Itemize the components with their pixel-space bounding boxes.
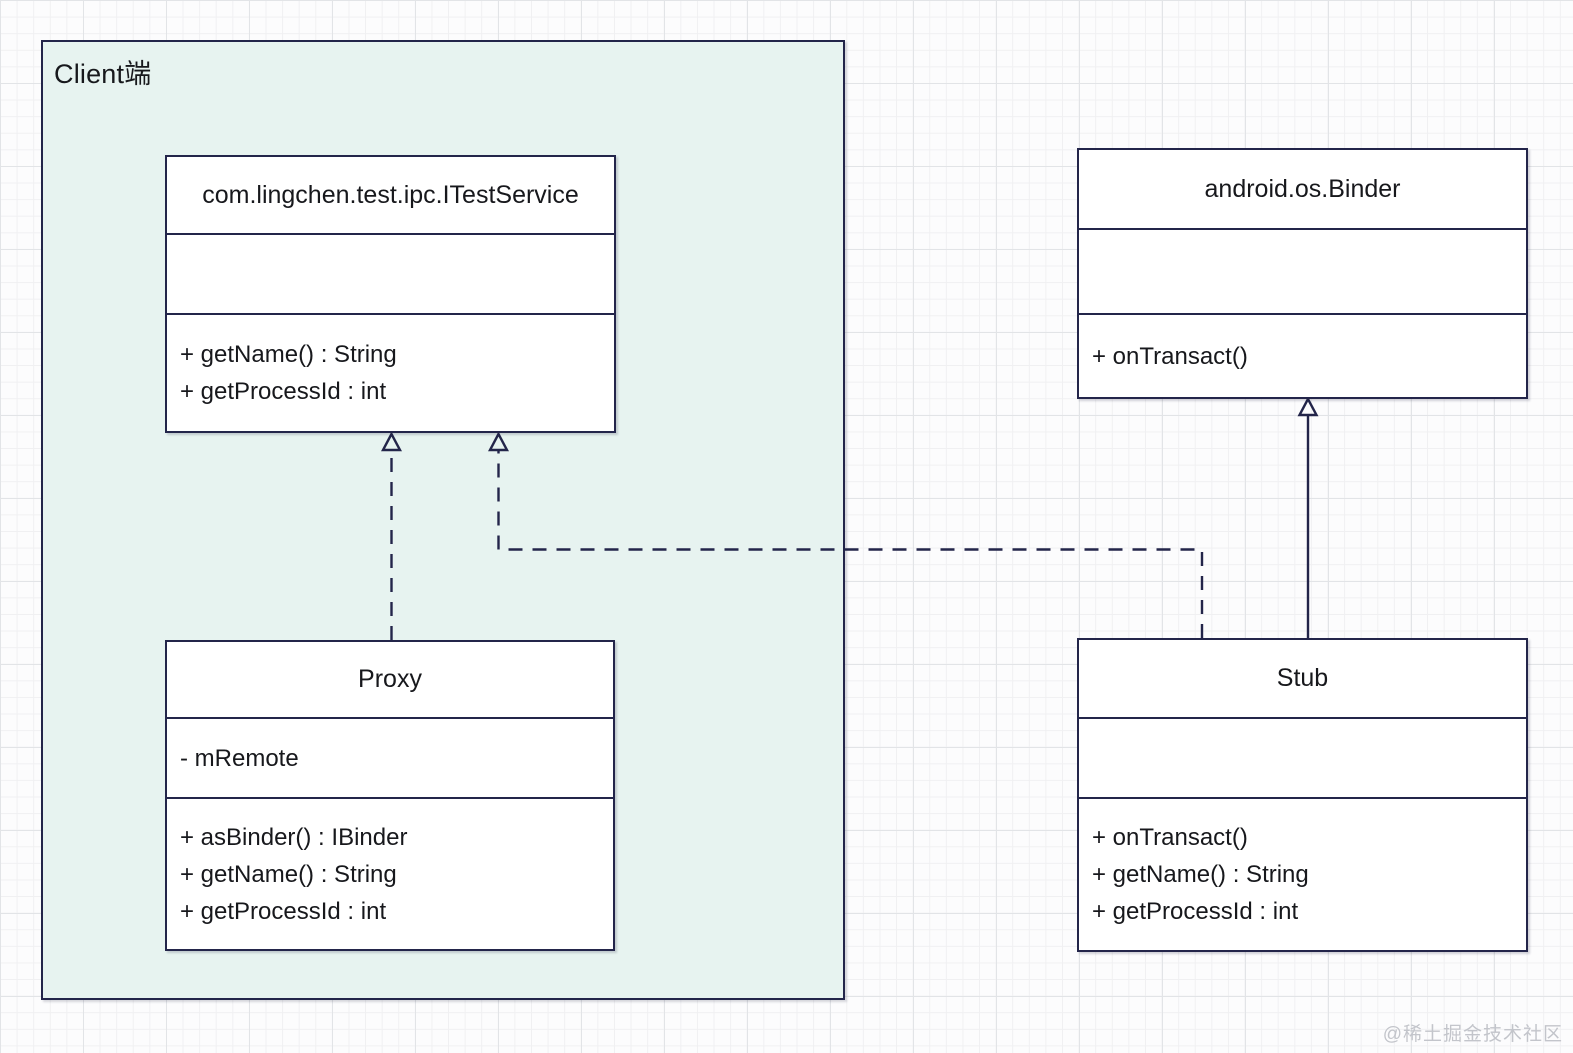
- class-stub-title: Stub: [1079, 640, 1526, 719]
- class-itestservice-title: com.lingchen.test.ipc.ITestService: [167, 157, 614, 235]
- method-row: + getProcessId : int: [180, 378, 387, 405]
- generalization-arrow-stub-to-binder: [1297, 396, 1319, 638]
- class-itestservice-attributes: [167, 235, 614, 315]
- realization-arrow-proxy-to-itestservice: [381, 431, 402, 640]
- class-itestservice-methods: + getName() : String + getProcessId : in…: [167, 315, 614, 431]
- class-binder-attributes: [1079, 230, 1526, 315]
- method-row: + asBinder() : IBinder: [180, 823, 408, 851]
- class-proxy: Proxy - mRemote + asBinder() : IBinder +…: [165, 640, 615, 951]
- method-row: + getName() : String: [180, 341, 397, 368]
- class-proxy-methods: + asBinder() : IBinder + getName() : Str…: [167, 799, 613, 949]
- class-stub-methods: + onTransact() + getName() : String + ge…: [1079, 799, 1526, 950]
- class-binder: android.os.Binder + onTransact(): [1077, 148, 1528, 399]
- method-row: + onTransact(): [1092, 824, 1248, 851]
- realization-arrow-stub-to-itestservice: [488, 431, 1204, 638]
- class-stub-attributes: [1079, 719, 1526, 799]
- class-binder-methods: + onTransact(): [1079, 315, 1526, 397]
- method-row: + onTransact(): [1092, 342, 1248, 370]
- method-row: + getProcessId : int: [1092, 898, 1299, 925]
- class-proxy-attributes: - mRemote: [167, 719, 613, 799]
- class-stub: Stub + onTransact() + getName() : String…: [1077, 638, 1528, 952]
- method-row: + getName() : String: [180, 860, 397, 888]
- method-row: + getProcessId : int: [180, 897, 387, 925]
- client-container-label: Client端: [54, 59, 152, 89]
- site-watermark: @稀土掘金技术社区: [1382, 1024, 1563, 1045]
- class-binder-title: android.os.Binder: [1079, 150, 1526, 230]
- class-proxy-title: Proxy: [167, 642, 613, 719]
- method-row: + getName() : String: [1092, 861, 1309, 888]
- class-itestservice: com.lingchen.test.ipc.ITestService + get…: [165, 155, 616, 433]
- attribute-row: - mRemote: [180, 744, 299, 772]
